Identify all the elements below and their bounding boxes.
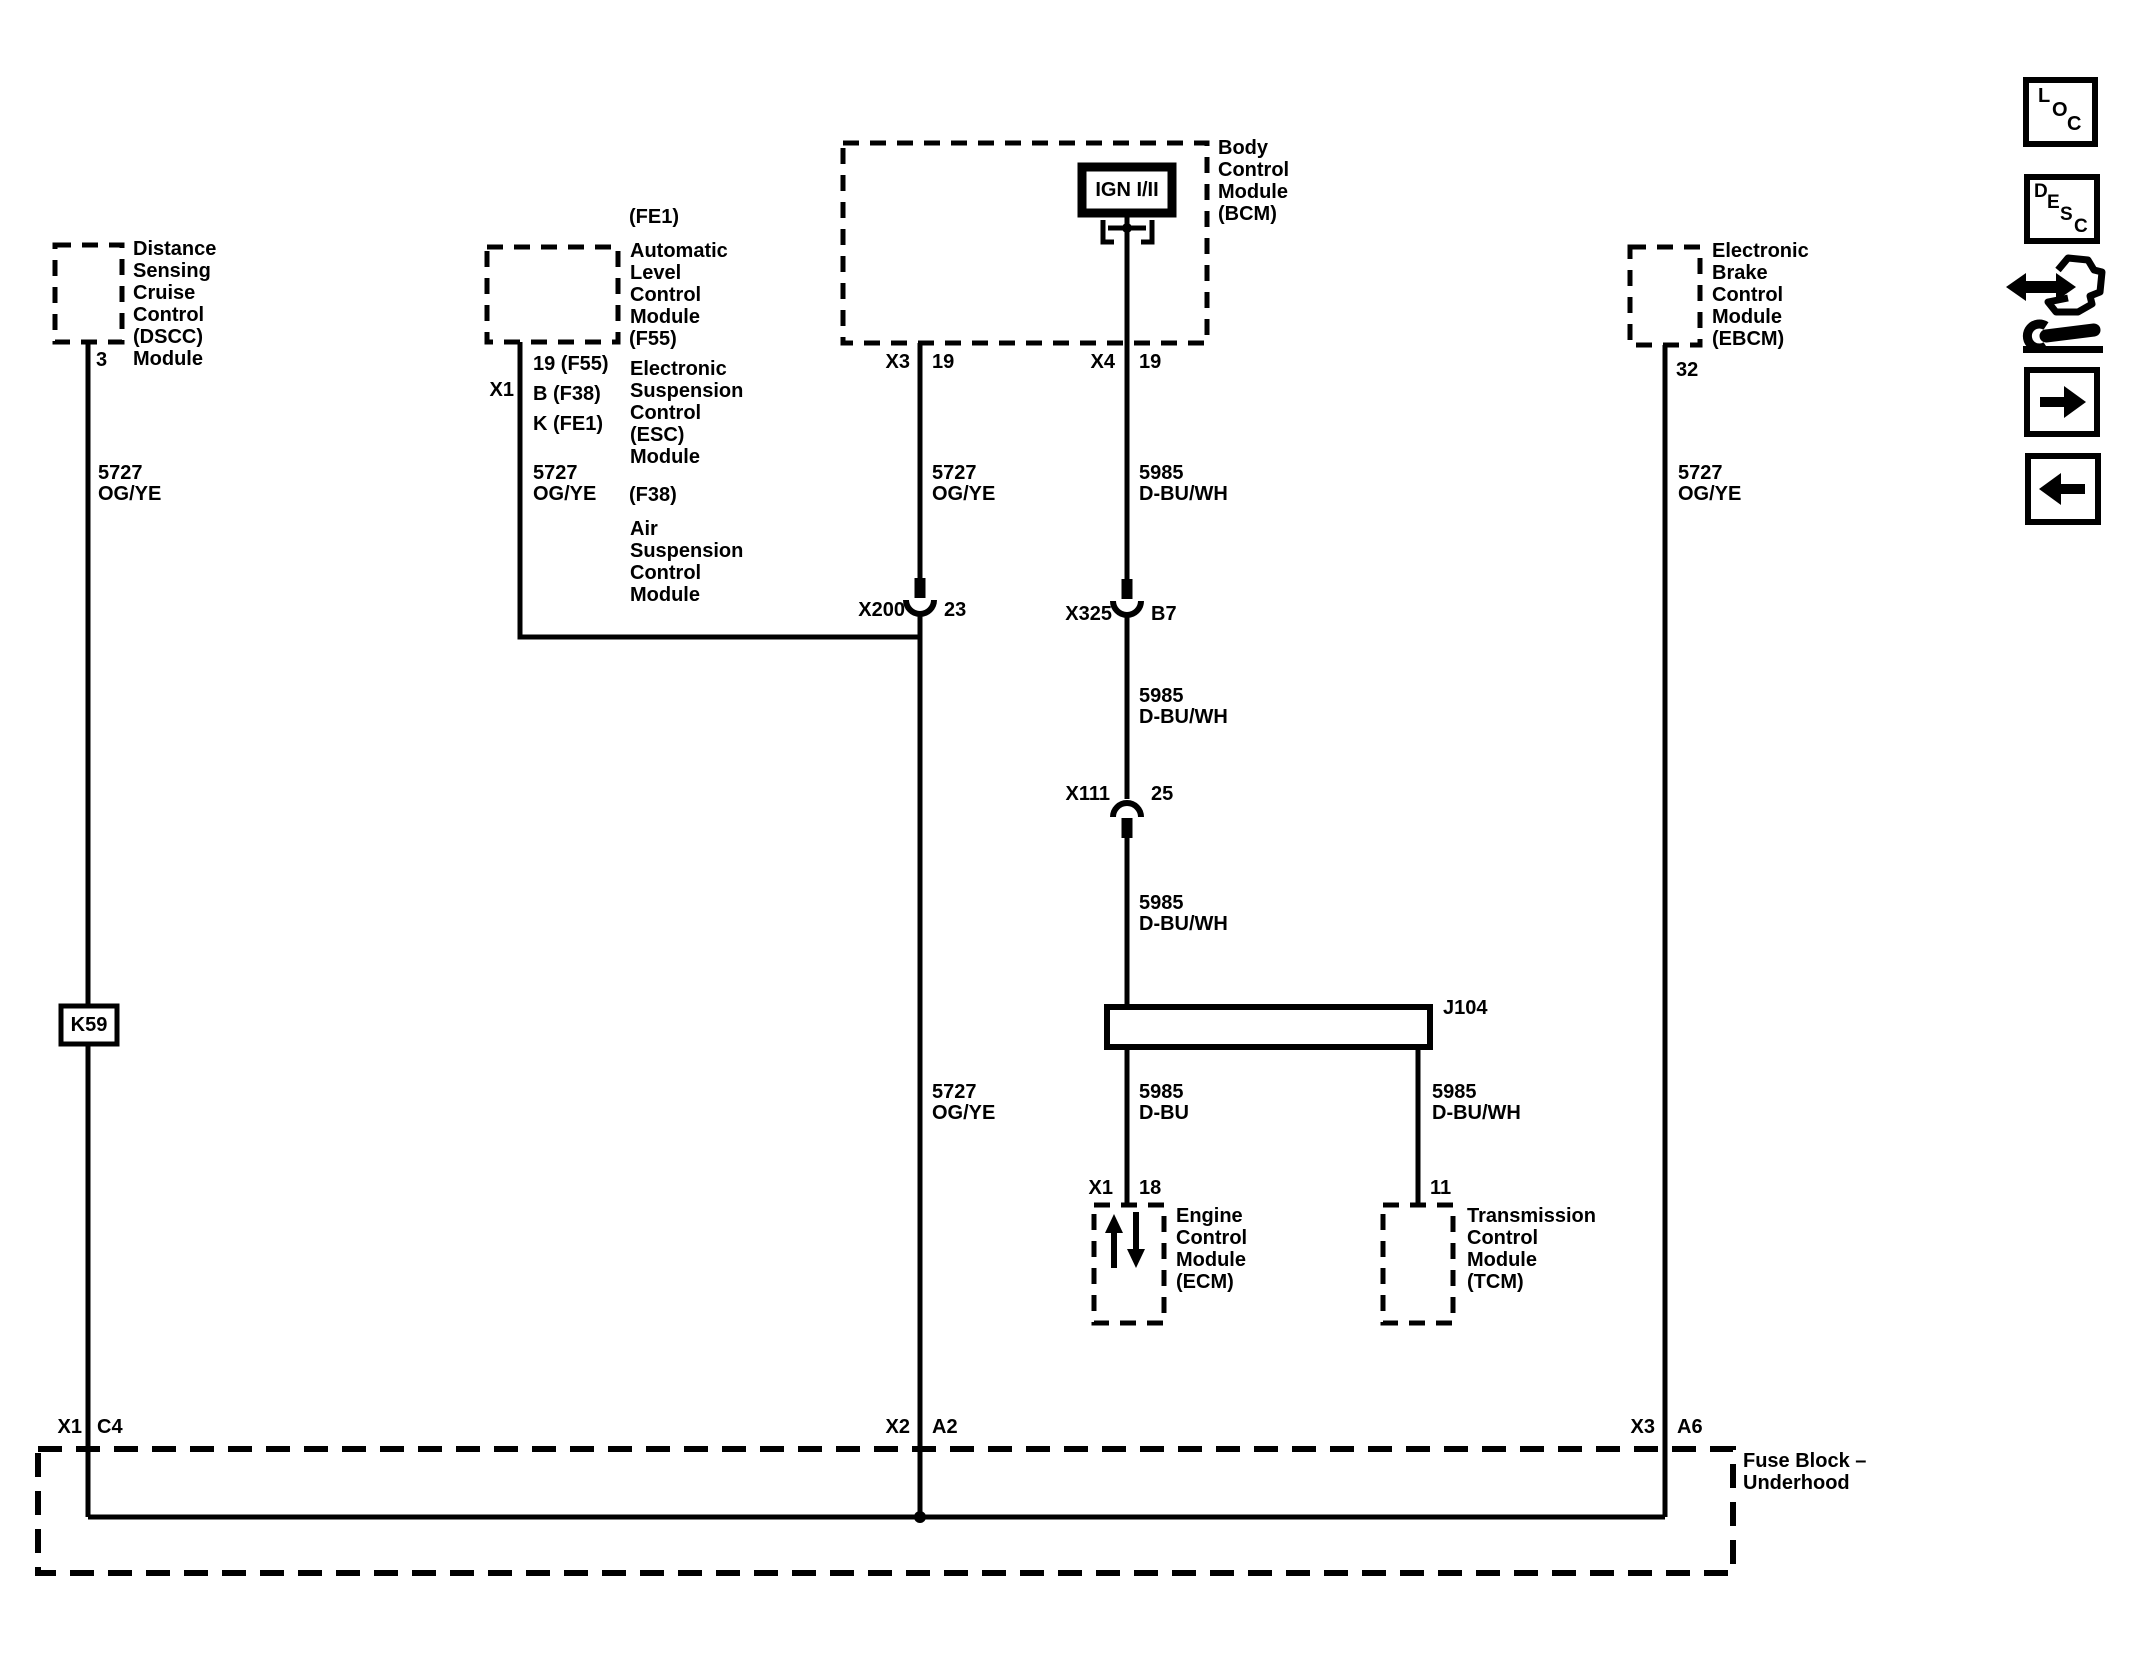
wire-label-j104-ecm: 5985 D-BU bbox=[1139, 1081, 1189, 1124]
ign-connector-symbol bbox=[1100, 220, 1155, 245]
tcm-pin-label: 11 bbox=[1430, 1177, 1452, 1199]
j104-box bbox=[1104, 1004, 1433, 1050]
ecm-connector-label: X1 bbox=[1088, 1177, 1113, 1199]
air-module-label: Air Suspension Control Module bbox=[630, 518, 744, 606]
bcm-module-label: Body Control Module (BCM) bbox=[1218, 137, 1290, 225]
bcm-module-box bbox=[840, 140, 1210, 346]
wire-label-x111-j104: 5985 D-BU/WH bbox=[1139, 892, 1228, 935]
inline-connectors bbox=[903, 220, 1155, 838]
fuse-x1-connector-label: X1 bbox=[57, 1416, 82, 1438]
junction-fuse-bus bbox=[914, 1511, 926, 1523]
wire-label-bcm-x4: 5985 D-BU/WH bbox=[1139, 462, 1228, 505]
bcm-x4-pin-label: 19 bbox=[1139, 351, 1162, 373]
k59-box bbox=[58, 1003, 120, 1047]
connector-x325-symbol bbox=[1110, 579, 1144, 618]
k59-label: K59 bbox=[70, 1013, 108, 1036]
connector-x111-label: X111 bbox=[1065, 783, 1110, 805]
right-arrow-icon bbox=[2040, 386, 2086, 418]
wires bbox=[85, 213, 1668, 1520]
loc-letter-l: L bbox=[2038, 85, 2051, 107]
alc-module-label: Automatic Level Control Module bbox=[630, 240, 728, 328]
wire-label-dscc: 5727 OG/YE bbox=[98, 462, 162, 505]
bcm-x3-connector-label: X3 bbox=[885, 351, 910, 373]
fuse-x2-connector-label: X2 bbox=[885, 1416, 910, 1438]
alc-pin-list: 19 (F55) B (F38) K (FE1) bbox=[533, 353, 609, 435]
fuse-x1-pin-label: C4 bbox=[97, 1416, 123, 1438]
ign-box-label: IGN I/II bbox=[1095, 178, 1159, 201]
wire-label-alc: 5727 OG/YE bbox=[533, 462, 597, 505]
ecm-module-box bbox=[1091, 1202, 1167, 1326]
desc-letter-d: D bbox=[2034, 181, 2048, 202]
fuse-x3-connector-label: X3 bbox=[1630, 1416, 1655, 1438]
ecm-module-label: Engine Control Module (ECM) bbox=[1176, 1205, 1248, 1293]
next-page-button[interactable] bbox=[2024, 367, 2100, 437]
previous-page-button[interactable] bbox=[2025, 453, 2101, 525]
wire-label-bcm-x3: 5727 OG/YE bbox=[932, 462, 996, 505]
connector-x111-symbol bbox=[1110, 800, 1144, 838]
tcm-module-label: Transmission Control Module (TCM) bbox=[1467, 1205, 1596, 1293]
loc-letter-c: C bbox=[2067, 113, 2082, 135]
desc-letter-e: E bbox=[2047, 192, 2060, 213]
ecm-pin-label: 18 bbox=[1139, 1177, 1162, 1199]
connector-x200-pin: 23 bbox=[944, 599, 967, 621]
j104-label: J104 bbox=[1443, 997, 1488, 1019]
air-option-label: (F38) bbox=[629, 484, 677, 506]
alc-option-bottom-label: (F55) bbox=[629, 328, 677, 350]
tcm-module-box bbox=[1380, 1202, 1456, 1326]
desc-button[interactable]: D E S C bbox=[2024, 174, 2100, 244]
alc-connector-label: X1 bbox=[489, 379, 514, 401]
ign-box bbox=[1077, 162, 1177, 218]
ebcm-module-box bbox=[1627, 244, 1703, 348]
connector-x111-pin: 25 bbox=[1151, 783, 1174, 805]
component-boxes bbox=[58, 162, 1433, 1050]
wire-label-j104-tcm: 5985 D-BU/WH bbox=[1432, 1081, 1521, 1124]
left-arrow-icon bbox=[2039, 473, 2085, 505]
desc-letter-c: C bbox=[2074, 216, 2088, 237]
dscc-pin-label: 3 bbox=[96, 349, 108, 371]
fuse-x3-pin-label: A6 bbox=[1677, 1416, 1703, 1438]
connector-x325-label: X325 bbox=[1065, 603, 1112, 625]
connector-x325-pin: B7 bbox=[1151, 603, 1177, 625]
dscc-module-box bbox=[52, 242, 125, 345]
dscc-module-label: Distance Sensing Cruise Control (DSCC) M… bbox=[133, 238, 217, 370]
wire-alc bbox=[517, 342, 920, 640]
loc-button[interactable]: L O C bbox=[2023, 77, 2098, 147]
fuse-block-label: Fuse Block – Underhood bbox=[1743, 1450, 1867, 1494]
wrench-pointer-icon[interactable] bbox=[2006, 254, 2106, 353]
ecm-arrows-icon bbox=[1105, 1212, 1145, 1268]
esc-module-label: Electronic Suspension Control (ESC) Modu… bbox=[630, 358, 744, 468]
wire-label-x325-x111: 5985 D-BU/WH bbox=[1139, 685, 1228, 728]
bcm-x4-connector-label: X4 bbox=[1090, 351, 1115, 373]
ebcm-module-label: Electronic Brake Control Module (EBCM) bbox=[1712, 240, 1809, 350]
alc-module-box bbox=[484, 244, 621, 345]
desc-letter-s: S bbox=[2060, 204, 2073, 225]
fuse-block-box bbox=[35, 1446, 1736, 1576]
loc-letter-o: O bbox=[2052, 99, 2068, 121]
wire-label-ebcm: 5727 OG/YE bbox=[1678, 462, 1742, 505]
bcm-x3-pin-label: 19 bbox=[932, 351, 955, 373]
connector-x200-symbol bbox=[903, 578, 937, 617]
connector-x200-label: X200 bbox=[858, 599, 905, 621]
wire-label-bcm-x3-lower: 5727 OG/YE bbox=[932, 1081, 996, 1124]
fuse-x2-pin-label: A2 bbox=[932, 1416, 958, 1438]
ebcm-pin-label: 32 bbox=[1676, 359, 1699, 381]
alc-option-top-label: (FE1) bbox=[629, 206, 679, 228]
